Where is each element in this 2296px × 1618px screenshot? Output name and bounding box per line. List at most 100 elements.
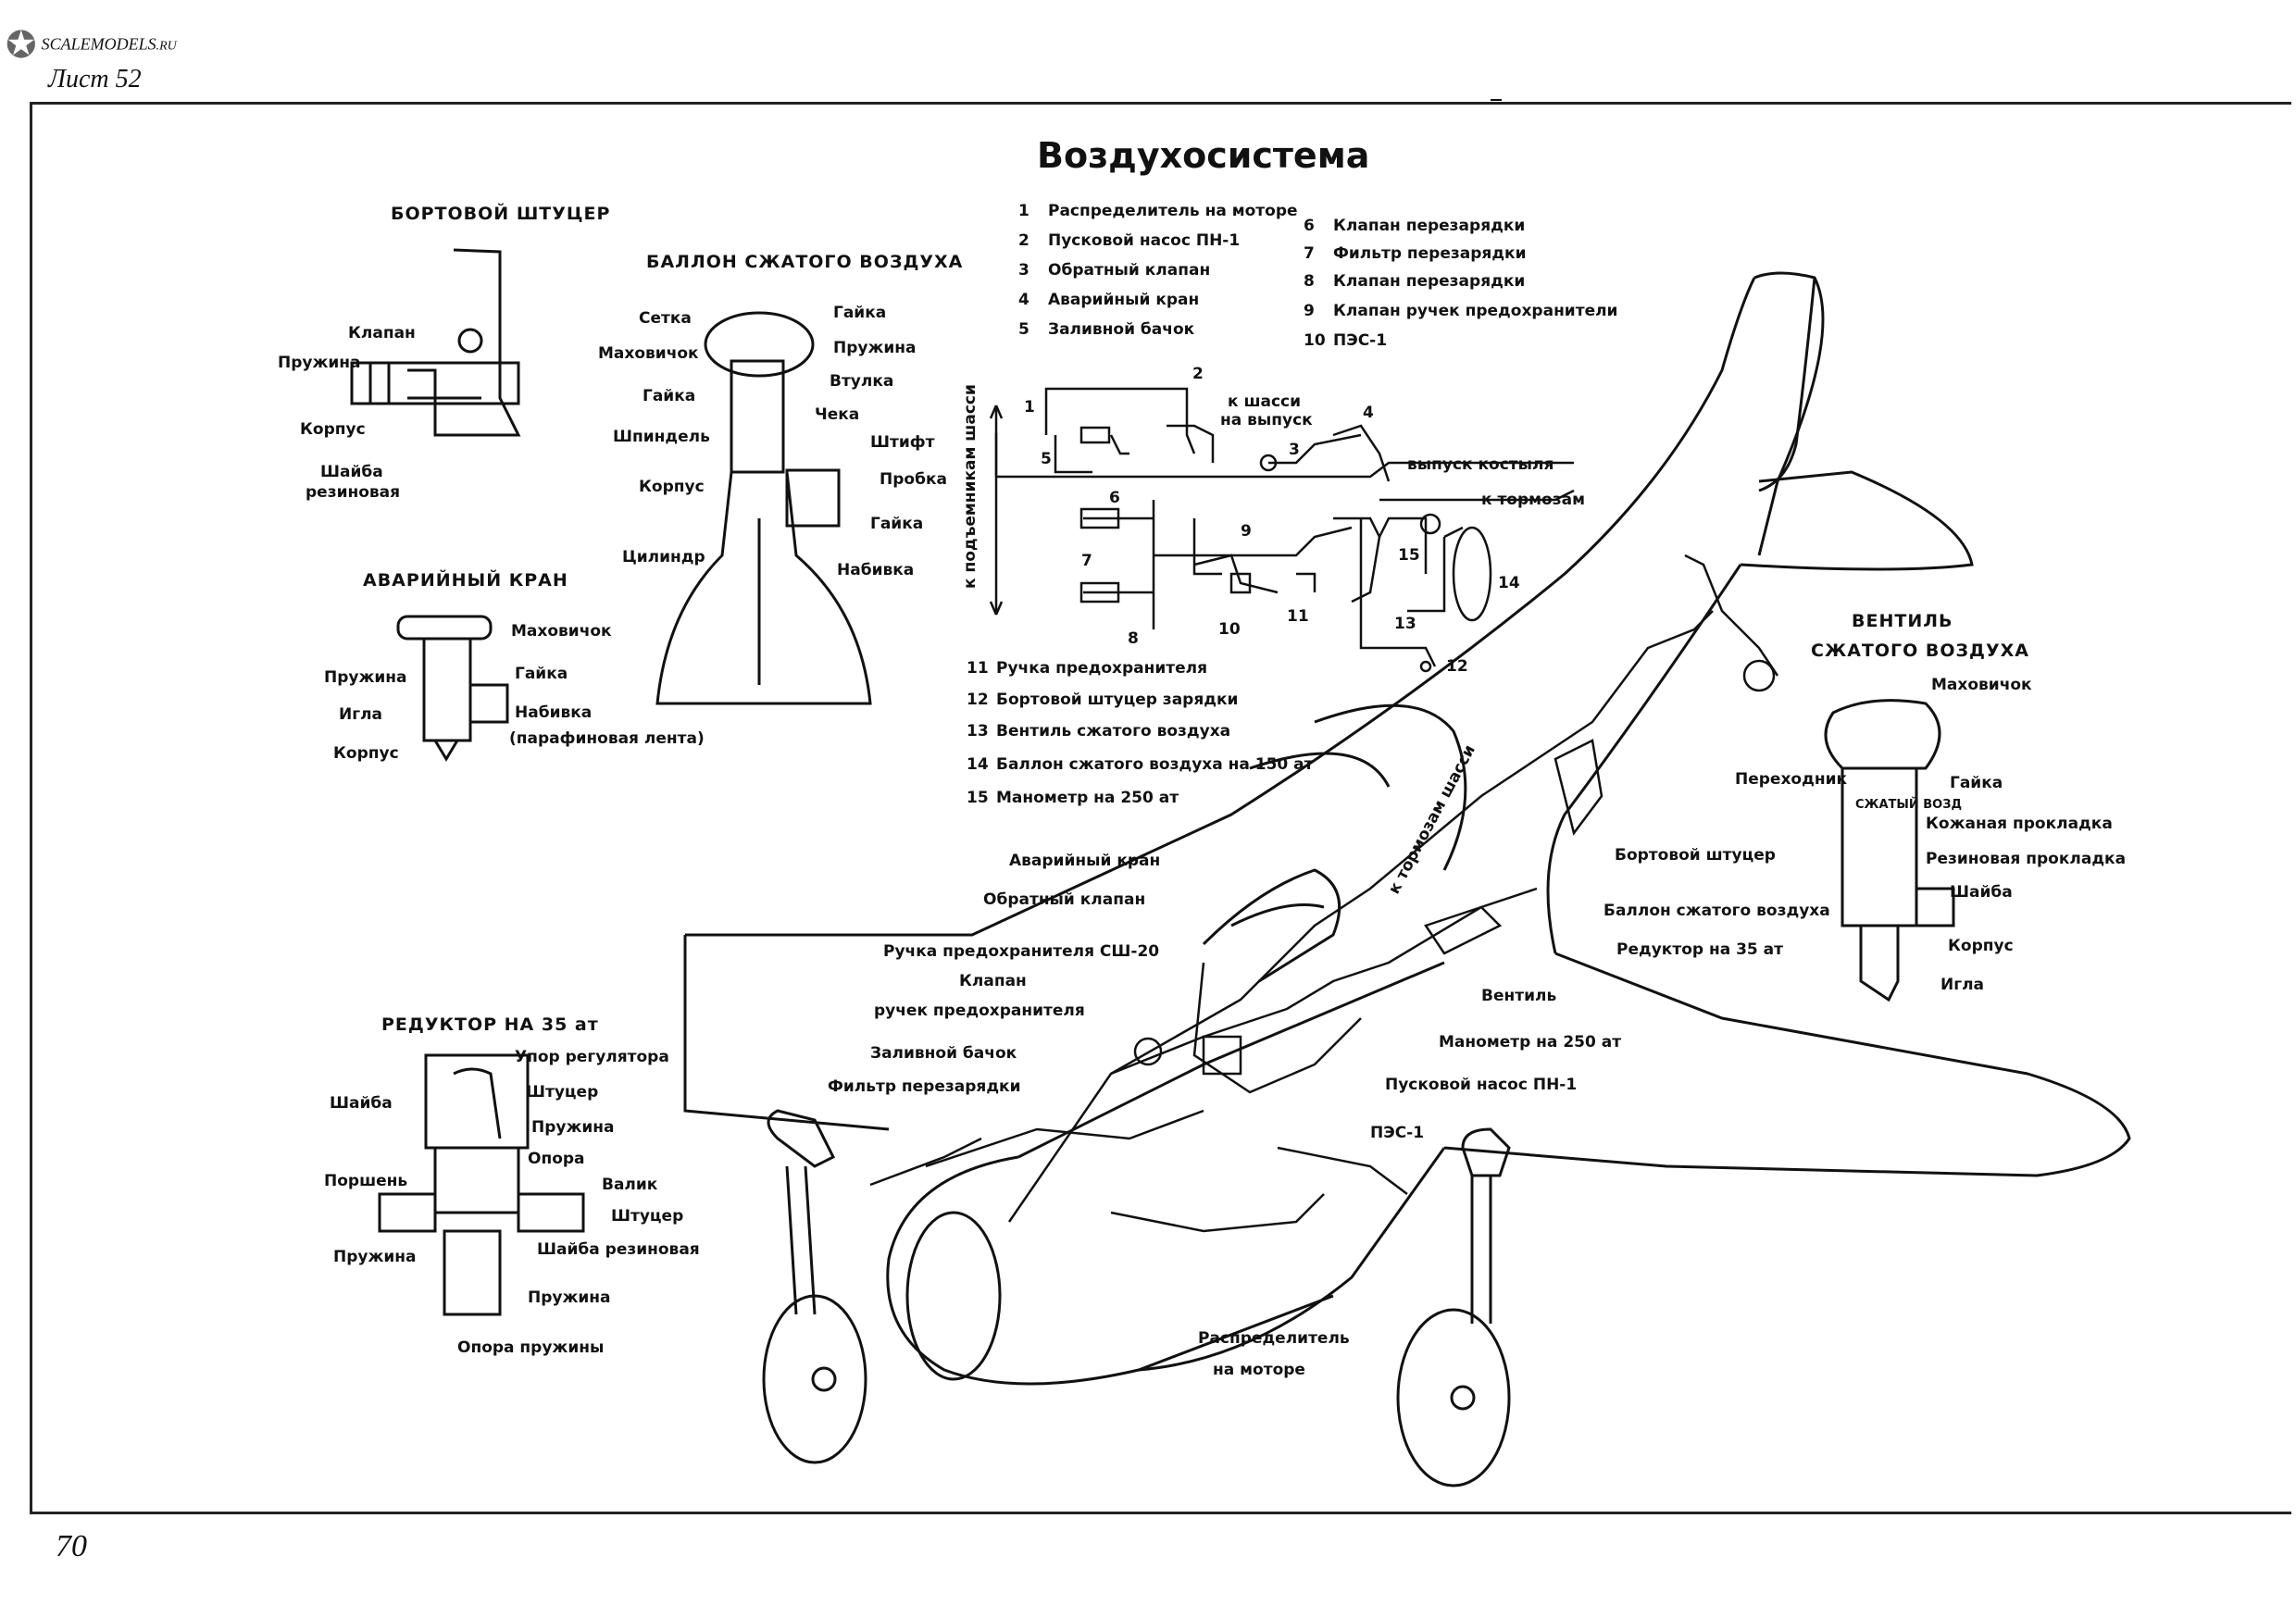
- aircraft-label: Вентиль: [1481, 987, 1557, 1005]
- schematic-number: 4: [1363, 404, 1374, 422]
- reducer-label: Упор регулятора: [515, 1048, 669, 1066]
- schematic-to-brakes: к тормозам: [1481, 491, 1585, 509]
- schematic-to-release: на выпуск: [1220, 411, 1313, 429]
- pneumatic-schematic: [989, 387, 1575, 673]
- schematic-number: 2: [1192, 365, 1204, 383]
- landing-gear-right: [1396, 1127, 1511, 1487]
- emergency-valve-label: Гайка: [515, 665, 568, 683]
- air-valve-label: Игла: [1940, 976, 1985, 994]
- aircraft-label: Пусковой насос ПН-1: [1385, 1076, 1578, 1094]
- fitting-label: Корпус: [300, 420, 366, 439]
- aircraft-label: на моторе: [1213, 1361, 1305, 1379]
- cylinder-label: Чека: [815, 405, 860, 424]
- cylinder-label: Гайка: [643, 387, 696, 405]
- reducer-label: Поршень: [324, 1172, 408, 1190]
- schematic-number: 5: [1041, 450, 1052, 468]
- cylinder-label: Шпиндель: [613, 428, 710, 446]
- schematic-number: 12: [1446, 657, 1468, 676]
- logo-text: SCALEMODELS: [41, 34, 156, 54]
- detail-fitting-title: БОРТОВОЙ ШТУЦЕР: [391, 204, 611, 224]
- aircraft-piping: [869, 554, 1779, 1233]
- cylinder-label: Набивка: [837, 561, 915, 579]
- air-valve-label: Кожаная прокладка: [1926, 815, 2113, 833]
- reducer-label: Опора: [528, 1150, 585, 1168]
- cylinder-label: Гайка: [833, 304, 887, 322]
- aircraft-label: Аварийный кран: [1009, 852, 1161, 870]
- aircraft-label: Фильтр перезарядки: [828, 1077, 1021, 1096]
- schematic-number: 1: [1024, 398, 1035, 417]
- aircraft-label: Распределитель: [1198, 1329, 1350, 1348]
- cylinder-label: Пружина: [833, 339, 917, 357]
- emergency-valve-label: Пружина: [324, 668, 407, 687]
- aircraft-label: Клапан: [959, 972, 1027, 990]
- schematic-number: 13: [1394, 615, 1416, 633]
- fitting-label: резиновая: [306, 483, 401, 502]
- fitting-label: Клапан: [348, 324, 416, 342]
- schematic-number: 6: [1109, 489, 1120, 507]
- aircraft-label: Манометр на 250 ат: [1439, 1033, 1622, 1052]
- reducer-label: Шайба резиновая: [537, 1240, 700, 1259]
- page-number: 70: [56, 1529, 87, 1563]
- schematic-to-chassis: к шасси: [1228, 392, 1302, 411]
- detail-emergency-valve-drawing: [396, 615, 509, 762]
- emergency-valve-label: Набивка: [515, 703, 593, 722]
- aircraft-label: ПЭС-1: [1370, 1124, 1425, 1142]
- cylinder-label: Гайка: [870, 515, 924, 533]
- reducer-label: Опора пружины: [457, 1338, 605, 1357]
- detail-reducer-title: РЕДУКТОР НА 35 ат: [381, 1014, 599, 1035]
- logo-star-icon: ✪: [6, 24, 37, 67]
- reducer-label: Шайба: [330, 1094, 393, 1113]
- cylinder-label: Сетка: [639, 309, 692, 328]
- air-valve-knob-text: СЖАТЫЙ ВОЗД: [1855, 798, 1963, 812]
- schematic-number: 14: [1498, 574, 1520, 592]
- schematic-number: 15: [1398, 546, 1420, 565]
- schematic-number: 3: [1289, 441, 1300, 459]
- emergency-valve-label: Корпус: [333, 744, 399, 763]
- detail-reducer-drawing: [378, 1053, 585, 1316]
- aircraft-label: Баллон сжатого воздуха: [1603, 902, 1830, 920]
- site-logo: ✪ SCALEMODELS.RU: [6, 24, 177, 67]
- cylinder-label: Пробка: [880, 470, 947, 489]
- detail-cylinder-title: БАЛЛОН СЖАТОГО ВОЗДУХА: [646, 252, 964, 272]
- emergency-valve-label: (парафиновая лента): [509, 729, 705, 748]
- detail-air-valve-title-1: ВЕНТИЛЬ: [1852, 611, 1953, 631]
- air-valve-label: Резиновая прокладка: [1926, 850, 2127, 868]
- detail-air-valve-drawing: [1824, 699, 1955, 1002]
- reducer-label: Пружина: [528, 1288, 611, 1307]
- page-frame: [30, 102, 2291, 1514]
- emergency-valve-label: Маховичок: [511, 622, 612, 641]
- detail-emergency-valve-title: АВАРИЙНЫЙ КРАН: [363, 570, 568, 591]
- cylinder-label: Корпус: [639, 478, 705, 496]
- aircraft-label: Обратный клапан: [983, 890, 1146, 909]
- cylinder-label: Втулка: [830, 372, 894, 391]
- detail-air-valve-title-2: СЖАТОГО ВОЗДУХА: [1811, 641, 2029, 661]
- schematic-tailwheel: выпуск костыля: [1407, 455, 1554, 474]
- schematic-number: 11: [1287, 607, 1309, 626]
- aircraft-label: Бортовой штуцер: [1615, 846, 1776, 865]
- aircraft-outline: [683, 271, 2131, 1386]
- reducer-label: Штуцер: [526, 1083, 599, 1101]
- reducer-label: Пружина: [531, 1118, 615, 1137]
- air-valve-label: Корпус: [1948, 937, 2014, 955]
- air-valve-label: Маховичок: [1931, 676, 2032, 694]
- aircraft-label: Редуктор на 35 ат: [1616, 940, 1783, 959]
- reducer-label: Валик: [602, 1176, 658, 1194]
- air-valve-label: Гайка: [1950, 774, 2003, 792]
- air-valve-label: Шайба: [1950, 883, 2013, 902]
- detail-cylinder-drawing: [655, 311, 872, 705]
- schematic-number: 9: [1241, 522, 1252, 541]
- emergency-valve-label: Игла: [339, 705, 383, 724]
